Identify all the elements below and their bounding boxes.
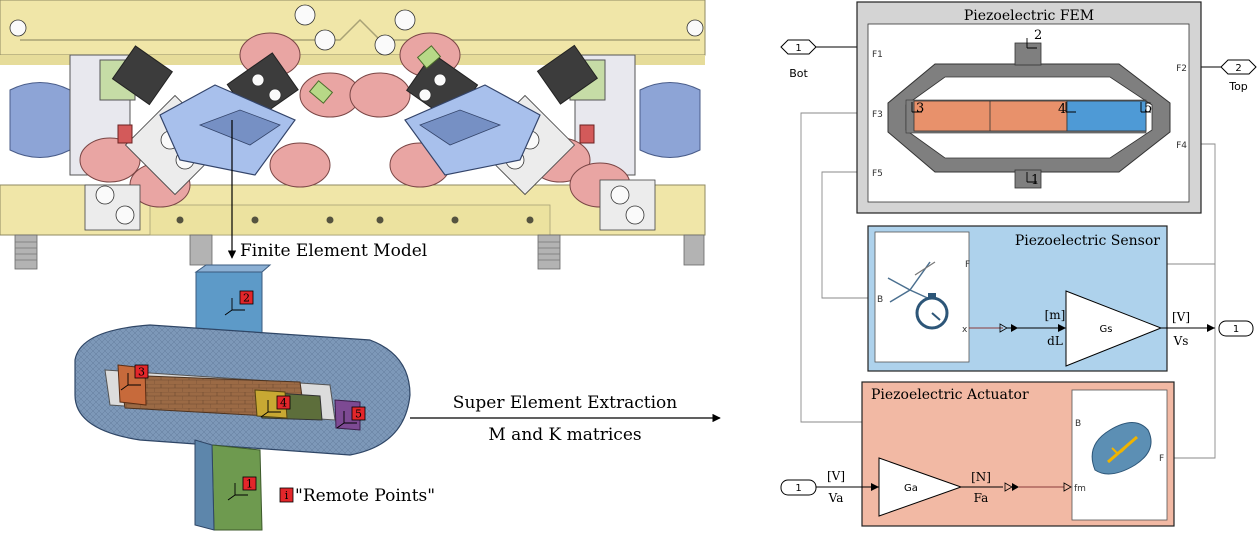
inport-bot-label: Bot [789,67,808,80]
remote-point-3-label: 3 [138,366,145,379]
fem-block[interactable]: Piezoelectric FEM 2 3 4 5 1 [856,1,1202,214]
actuator-port-b: B [1075,419,1081,429]
remote-point-2: 2 [239,290,254,305]
sensor-gain-label: Gs [1100,324,1113,335]
actuator-out-signal: Fa [974,491,989,505]
remote-points-label: "Remote Points" [295,486,435,506]
sensor-out-signal: Vs [1173,334,1189,348]
actuator-block[interactable]: Piezoelectric Actuator B F fm Ga [N] Fa [816,381,1175,527]
sensor-port-b: B [877,295,883,305]
actuator-port-fm: fm [1074,484,1086,494]
actuator-gain-label: Ga [904,483,918,494]
simulink-diagram: 1 Bot 2 Top Piezoelectric FEM [780,1,1257,527]
sensor-in-signal: dL [1047,334,1063,348]
remote-points-legend-marker: i [285,489,289,502]
inport-va[interactable]: 1 [780,479,817,496]
fem-piezo-actuator-stack [913,100,1068,132]
sensor-port-f: F [965,260,970,270]
fem-node-2: 2 [1034,28,1042,43]
remote-point-4-label: 4 [280,397,287,410]
fem-node-5: 5 [1144,101,1152,116]
actuator-block-title: Piezoelectric Actuator [871,387,1029,403]
sensor-subsystem[interactable] [874,231,970,363]
remote-point-5-label: 5 [355,408,362,421]
fem-node-1: 1 [1031,173,1039,188]
inport-top-label: Top [1228,80,1248,93]
fem-port-f1: F1 [872,50,883,60]
actuator-out-unit: [N] [971,470,991,484]
actuator-in-signal: Va [828,491,844,505]
inport-top[interactable]: 2 Top [1220,59,1257,93]
remote-point-5: 5 [351,406,366,421]
fem-block-title: Piezoelectric FEM [964,8,1094,24]
sensor-icon [887,261,949,330]
remote-points-legend-swatch [279,487,294,503]
sensor-block-title: Piezoelectric Sensor [1015,233,1160,249]
fem-piezo-sensor-stack [1066,100,1147,132]
inport-bot[interactable]: 1 Bot [780,39,817,80]
actuator-icon [1091,422,1152,475]
sensor-out-unit: [V] [1172,310,1190,324]
inport-top-number: 2 [1235,63,1241,74]
sensor-gain-block[interactable] [1065,290,1163,367]
remote-point-axes [120,298,357,501]
fem-label: Finite Element Model [240,241,427,261]
inport-va-number: 1 [795,483,801,494]
extraction-label: Super Element Extraction [453,393,677,413]
fem-port-f2: F2 [1176,64,1187,74]
fem-node-3: 3 [916,101,924,116]
fem-port-f4: F4 [1176,141,1187,151]
outport-vs[interactable]: 1 [1218,320,1254,337]
cad-rendering [0,0,706,270]
remote-point-2-label: 2 [243,292,250,305]
sensor-port-x: x [962,325,968,335]
sensor-in-unit: [m] [1045,308,1066,322]
fem-port-f5: F5 [872,169,883,179]
fem-port-f3: F3 [872,110,883,120]
sensor-block[interactable]: Piezoelectric Sensor F B x [m] dL G [867,225,1215,372]
actuator-port-f: F [1159,454,1164,464]
remote-point-4: 4 [276,395,291,410]
remote-point-3: 3 [134,364,149,379]
inport-bot-number: 1 [795,43,801,54]
matrices-label: M and K matrices [488,425,641,445]
actuator-in-unit: [V] [827,469,845,483]
fem-node-4: 4 [1058,102,1066,117]
remote-point-1-label: 1 [246,478,253,491]
remote-point-1: 1 [242,476,257,491]
outport-vs-number: 1 [1233,324,1239,335]
